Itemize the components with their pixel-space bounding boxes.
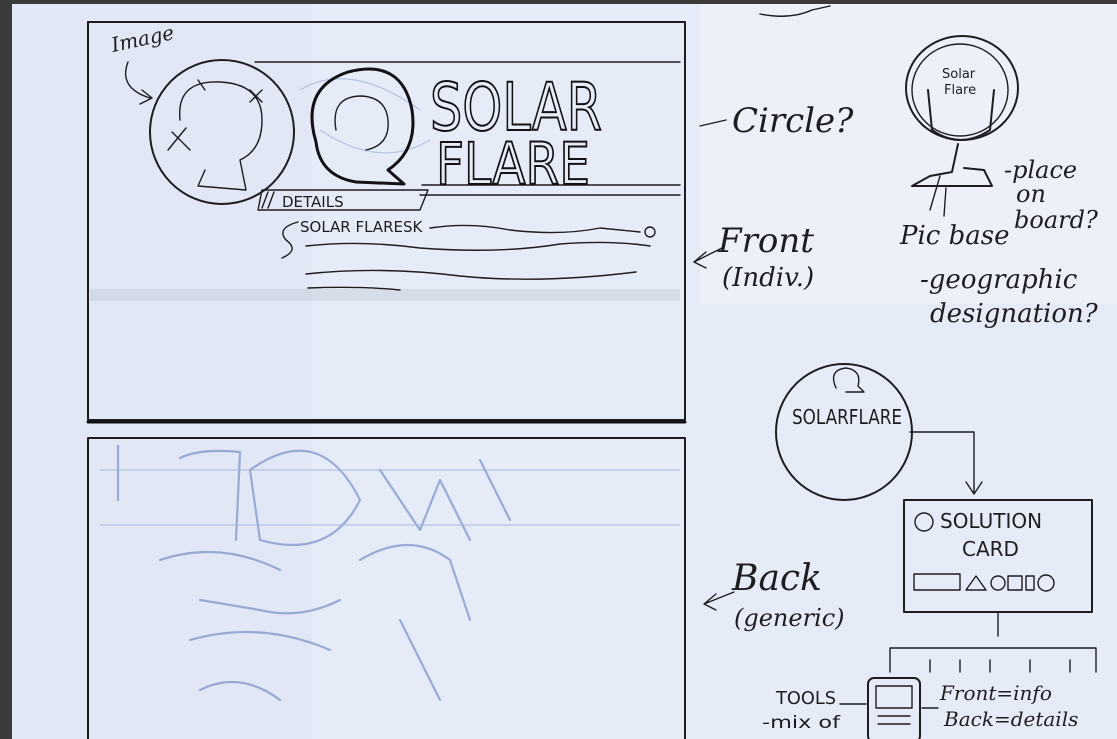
solution-card-line2: CARD: [962, 537, 1019, 561]
token-label: SOLARFLARE: [792, 405, 902, 429]
back-sub-label: (generic): [734, 604, 845, 632]
detail-line-text: SOLAR FLARESK: [300, 218, 423, 236]
front-sub-label: (Indiv.): [722, 263, 814, 293]
title-flare: FLARE: [436, 130, 590, 198]
tools-back-note: Back=details: [943, 707, 1078, 731]
tools-front-note: Front=info: [939, 681, 1052, 705]
note-geo-1: -geographic: [920, 265, 1078, 295]
note-geo-2: designation?: [930, 299, 1099, 329]
tools-sub-label: -mix of: [762, 713, 841, 733]
note-base: Pic base: [899, 221, 1010, 251]
solution-card-line1: SOLUTION: [940, 509, 1042, 533]
note-place-2: on: [1016, 180, 1046, 208]
trophy-badge-line1: Solar: [942, 67, 976, 82]
details-tab-label: DETAILS: [282, 193, 344, 211]
note-place-3: board?: [1014, 206, 1098, 234]
trophy-badge-line2: Flare: [944, 83, 976, 98]
front-label: Front: [717, 221, 814, 261]
back-label: Back: [731, 558, 822, 599]
circle-question-label: Circle?: [732, 101, 854, 141]
tools-label: TOOLS: [775, 688, 836, 709]
